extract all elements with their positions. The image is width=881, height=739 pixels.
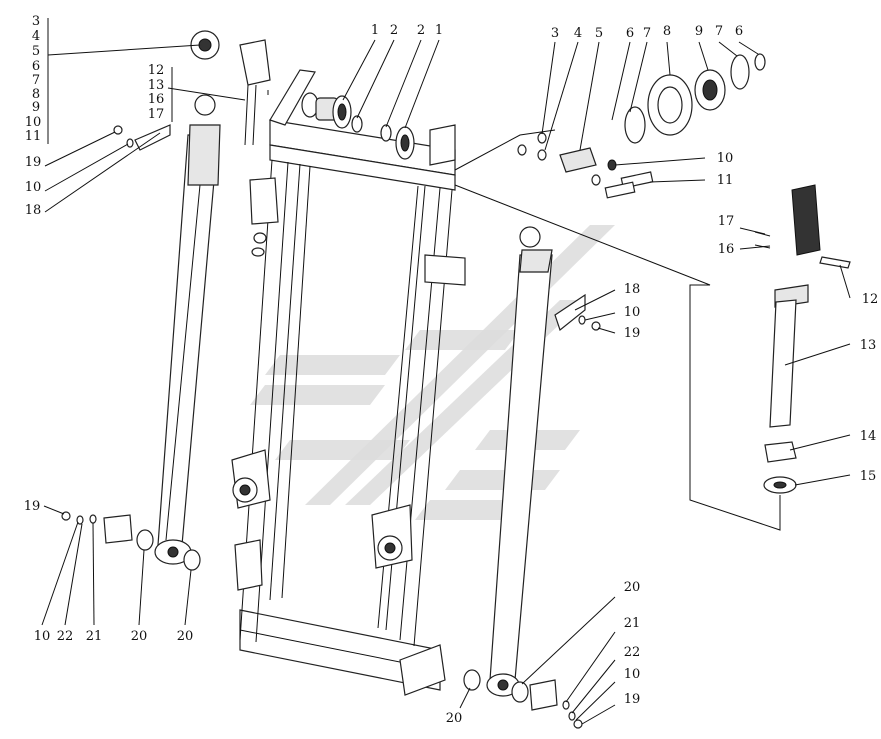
callout-l-20d: 20 [446, 711, 463, 726]
callout-l-19b: 19 [624, 326, 641, 341]
bearing-group [517, 53, 766, 199]
left-lift-cylinder [134, 94, 221, 565]
callout-l-5a: 5 [32, 44, 40, 59]
callout-l-10c: 10 [717, 151, 734, 166]
callout-l-6a: 6 [32, 59, 40, 74]
callout-l-13a: 13 [148, 78, 165, 93]
callout-l-7a: 7 [32, 73, 40, 88]
callout-l-3a: 3 [32, 14, 40, 29]
callout-l-1a: 1 [371, 23, 379, 38]
callout-l-11a: 11 [25, 129, 42, 144]
callout-l-7b: 7 [643, 26, 651, 41]
callout-l-14: 14 [860, 429, 877, 444]
lower-pins [61, 125, 601, 729]
callout-l-6b: 6 [626, 26, 634, 41]
callout-l-22a: 22 [57, 629, 74, 644]
callout-l-20b: 20 [177, 629, 194, 644]
callout-l-19a: 19 [25, 155, 42, 170]
callout-l-18b: 18 [624, 282, 641, 297]
callout-l-10f: 10 [624, 667, 641, 682]
callout-l-10e: 10 [34, 629, 51, 644]
callout-l-2a: 2 [390, 23, 398, 38]
callout-l-16b: 16 [718, 242, 735, 257]
mast-frame [231, 69, 466, 696]
callout-l-10a: 10 [25, 115, 42, 130]
right-lift-cylinder [486, 226, 586, 697]
callout-l-13b: 13 [860, 338, 877, 353]
callout-l-10d: 10 [624, 305, 641, 320]
callout-l-8b: 8 [663, 24, 671, 39]
callout-l-18a: 18 [25, 203, 42, 218]
callout-l-21a: 21 [86, 629, 103, 644]
callout-l-12b: 12 [862, 292, 879, 307]
leader-lines [41, 18, 851, 725]
callout-l-9a: 9 [32, 100, 40, 115]
callout-l-12a: 12 [148, 63, 165, 78]
callout-l-1b: 1 [435, 23, 443, 38]
callout-l-17b: 17 [718, 214, 735, 229]
callout-l-10b: 10 [25, 180, 42, 195]
callout-l-5b: 5 [595, 26, 603, 41]
callout-l-20a: 20 [131, 629, 148, 644]
callout-l-20c: 20 [624, 580, 641, 595]
callout-l-19d: 19 [624, 692, 641, 707]
callout-l-9b: 9 [695, 24, 703, 39]
chain-and-anchor [754, 184, 851, 494]
callout-l-7c: 7 [715, 24, 723, 39]
callout-l-17a: 17 [148, 107, 165, 122]
callout-l-11b: 11 [717, 173, 734, 188]
callout-l-2b: 2 [417, 23, 425, 38]
callout-l-16a: 16 [148, 92, 165, 107]
callout-l-3b: 3 [551, 26, 559, 41]
callout-l-4a: 4 [32, 29, 40, 44]
callout-l-22b: 22 [624, 645, 641, 660]
callout-l-6c: 6 [735, 24, 743, 39]
callout-l-4b: 4 [574, 26, 582, 41]
callout-l-21b: 21 [624, 616, 641, 631]
callout-l-8a: 8 [32, 87, 40, 102]
callout-l-19c: 19 [24, 499, 41, 514]
callout-l-15: 15 [860, 469, 877, 484]
